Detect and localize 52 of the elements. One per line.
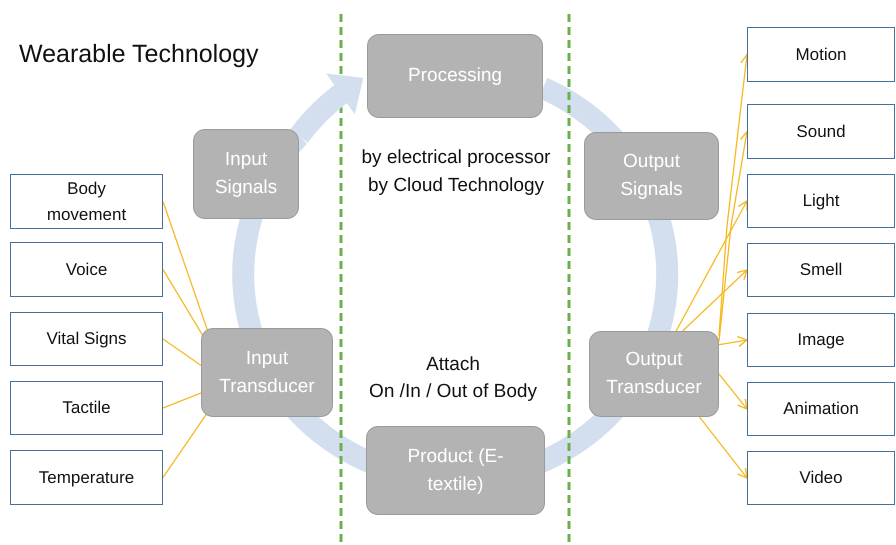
process-box: [367, 34, 543, 118]
node-label: Temperature: [38, 466, 134, 489]
process-box: [589, 331, 719, 417]
cycle-arrow: [290, 74, 363, 144]
arrow: [676, 200, 748, 332]
arrow: [718, 336, 748, 348]
node-label: Smell: [800, 259, 842, 282]
node-label: Output Transducer: [605, 348, 703, 400]
node-label: Sound: [796, 120, 846, 143]
arrow: [698, 416, 748, 479]
node-label: Animation: [783, 398, 859, 420]
node-label: Body movement: [46, 178, 128, 226]
node-label: Processing: [408, 64, 502, 88]
node-label: Image: [797, 329, 845, 352]
item-box: [747, 174, 895, 228]
note-text: Attach: [426, 354, 480, 376]
connector-line: [162, 338, 202, 366]
node-label: Voice: [66, 258, 108, 281]
item-box: [10, 381, 163, 435]
node-label: Light: [802, 190, 840, 212]
connector-line: [162, 392, 202, 409]
item-box: [747, 27, 895, 82]
note-text: by Cloud Technology: [368, 175, 544, 197]
item-box: [747, 382, 895, 436]
item-box: [10, 242, 163, 297]
process-box: [193, 129, 299, 219]
node-label: Motion: [795, 44, 847, 66]
item-box: [10, 312, 163, 366]
note-text: On /In / Out of Body: [369, 381, 537, 403]
node-label: Tactile: [62, 397, 111, 420]
process-box: [201, 328, 333, 417]
node-label: Output Signals: [619, 150, 684, 202]
node-label: Input Signals: [214, 148, 278, 200]
note-text: by electrical processor: [361, 147, 551, 169]
item-box: [747, 451, 895, 505]
process-box: [366, 426, 545, 515]
item-box: [747, 313, 895, 367]
arrow: [682, 269, 748, 332]
arrow: [718, 374, 748, 410]
item-box: [747, 104, 895, 159]
connector-line: [162, 269, 204, 338]
node-label: Product (E-textile): [406, 444, 505, 496]
process-box: [584, 132, 719, 220]
connector-line: [162, 414, 207, 478]
node-label: Video: [799, 467, 843, 490]
node-label: Vital Signs: [46, 328, 126, 350]
item-box: [10, 450, 163, 505]
node-label: Input Transducer: [218, 346, 316, 398]
item-box: [10, 174, 163, 229]
diagram-title: Wearable Technology: [19, 40, 259, 69]
connector-line: [162, 201, 208, 331]
item-box: [747, 243, 895, 297]
